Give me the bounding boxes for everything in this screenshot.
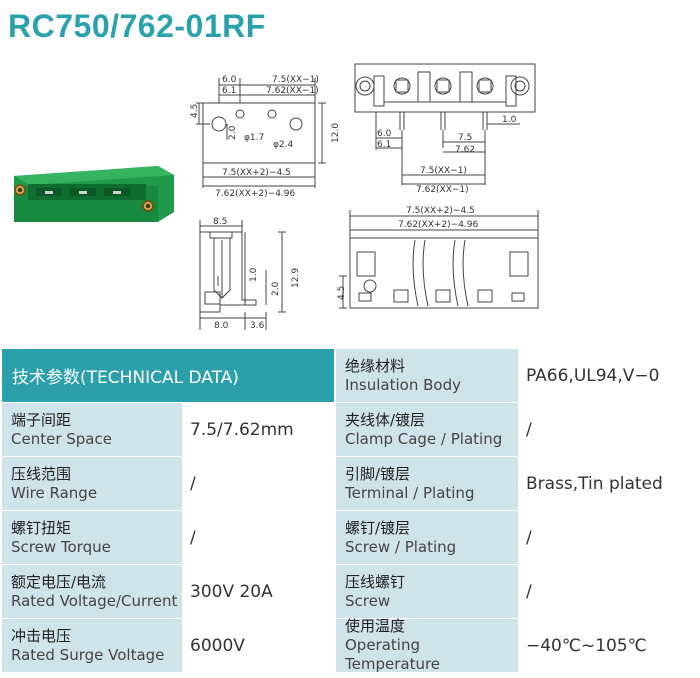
technical-data-table: 技术参数(TECHNICAL DATA) 绝缘材料 Insulation Bod… [2, 349, 695, 673]
dim-front-7-62: 7.62 [455, 145, 475, 155]
spec-value: / [182, 457, 334, 510]
spec-value: 300V 20A [182, 565, 334, 618]
technical-drawings: 6.0 6.1 7.5(XX−1) 7.62(XX−1) 4.5 2.0 φ1.… [14, 63, 539, 331]
dim-front-6-0: 6.0 [377, 129, 392, 139]
spec-label: 压线螺钉 Screw [336, 565, 518, 618]
top-view-drawing [196, 78, 326, 188]
table-row: 压线范围 Wire Range / 引脚/镀层 Terminal / Plati… [2, 457, 695, 511]
spec-value: 7.5/7.62mm [182, 403, 334, 456]
spec-value: / [518, 403, 695, 456]
dim-top-2-0: 2.0 [228, 125, 238, 140]
spec-label: 绝缘材料 Insulation Body [336, 349, 518, 402]
table-header: 技术参数(TECHNICAL DATA) [2, 349, 334, 402]
dim-front-7-62-xx1: 7.62(XX−1) [416, 185, 469, 195]
dim-side-8-0: 8.0 [214, 321, 229, 331]
dim-top-hole2: φ2.4 [273, 140, 294, 150]
dim-top-6-0: 6.0 [222, 75, 237, 85]
spec-value: 6000V [182, 619, 334, 672]
table-row: 螺钉扭矩 Screw Torque / 螺钉/镀层 Screw / Platin… [2, 511, 695, 565]
dim-side-1-0: 1.0 [249, 267, 259, 282]
dim-top-7-5-xx1: 7.5(XX−1) [272, 75, 319, 85]
dim-side-2-0: 2.0 [271, 281, 281, 296]
dim-front-7-5-xx1: 7.5(XX−1) [420, 166, 467, 176]
spec-label: 夹线体/镀层 Clamp Cage / Plating [336, 403, 518, 456]
dim-side-3-6: 3.6 [250, 321, 265, 331]
front-view-drawing [354, 63, 536, 185]
product-photo [14, 166, 174, 222]
dim-side-12-9: 12.9 [291, 268, 301, 288]
spec-value: Brass,Tin plated [518, 457, 695, 510]
dim-bottom-4-5: 4.5 [337, 286, 347, 300]
bottom-view-drawing [339, 210, 539, 309]
spec-label: 螺钉扭矩 Screw Torque [2, 511, 182, 564]
dim-top-4-5: 4.5 [190, 104, 200, 118]
product-title: RC750/762-01RF [8, 8, 266, 44]
table-row: 额定电压/电流 Rated Voltage/Current 300V 20A 压… [2, 565, 695, 619]
spec-label: 引脚/镀层 Terminal / Plating [336, 457, 518, 510]
spec-value: PA66,UL94,V−0 [518, 349, 695, 402]
dim-top-12-0: 12.0 [331, 123, 341, 143]
spec-label: 使用温度 Operating Temperature [336, 617, 518, 673]
spec-label: 螺钉/镀层 Screw / Plating [336, 511, 518, 564]
dim-front-7-5: 7.5 [458, 133, 472, 143]
spec-value: / [182, 511, 334, 564]
spec-label: 额定电压/电流 Rated Voltage/Current [2, 565, 182, 618]
side-view-drawing [199, 220, 286, 330]
dim-front-1-0: 1.0 [502, 115, 517, 125]
dim-top-hole1: φ1.7 [244, 133, 264, 143]
dim-top-6-1: 6.1 [222, 86, 236, 96]
dim-front-6-1: 6.1 [377, 140, 391, 150]
table-row: 冲击电压 Rated Surge Voltage 6000V 使用温度 Oper… [2, 617, 695, 673]
dim-top-7-5-xx2: 7.5(XX+2)−4.5 [222, 168, 291, 178]
table-row: 技术参数(TECHNICAL DATA) 绝缘材料 Insulation Bod… [2, 349, 695, 403]
spec-label: 冲击电压 Rated Surge Voltage [2, 619, 182, 672]
table-row: 端子间距 Center Space 7.5/7.62mm 夹线体/镀层 Clam… [2, 403, 695, 457]
spec-label: 端子间距 Center Space [2, 403, 182, 456]
spec-label: 压线范围 Wire Range [2, 457, 182, 510]
dim-top-7-62-xx1: 7.62(XX−1) [266, 86, 319, 96]
dim-top-7-62-xx2: 7.62(XX+2)−4.96 [215, 189, 296, 199]
dim-side-8-5: 8.5 [213, 217, 227, 227]
spec-value: / [518, 511, 695, 564]
dim-bottom-7-62-xx2: 7.62(XX+2)−4.96 [398, 220, 479, 230]
spec-value: / [518, 565, 695, 618]
dim-bottom-7-5-xx2: 7.5(XX+2)−4.5 [406, 206, 475, 216]
spec-value: −40℃~105℃ [518, 619, 695, 672]
